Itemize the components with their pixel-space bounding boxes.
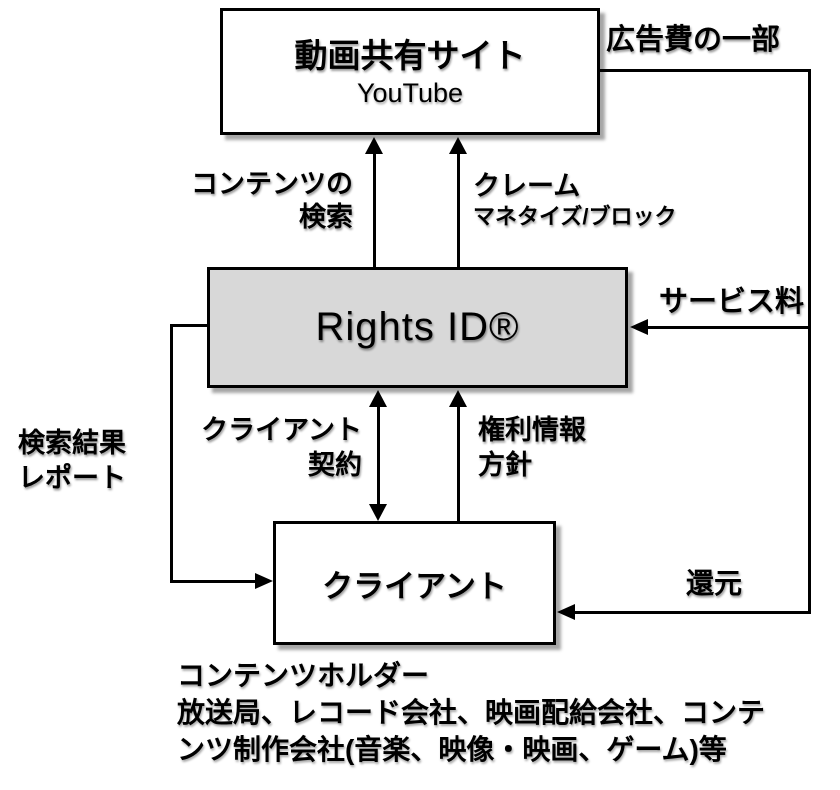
arrowhead-right-icon (255, 573, 273, 589)
arrowhead-up-icon (449, 137, 467, 154)
connector-service-fee-line (646, 326, 810, 329)
arrowhead-left-icon (630, 319, 648, 335)
connector-search-up-line (373, 150, 376, 267)
connector-adfee-top-line (597, 69, 810, 72)
claim-label-main: クレーム (473, 171, 581, 201)
rights-info-label: 権利情報 方針 (478, 413, 586, 483)
footnote-line1: コンテンツホルダー (177, 660, 430, 691)
service-fee-label: サービス料 (658, 286, 804, 318)
client-contract-label: クライアント 契約 (201, 413, 362, 483)
connector-contract-line (377, 404, 380, 506)
youtube-box-subtitle: YouTube (356, 77, 464, 108)
search-report-label-line1: 検索結果 (18, 428, 126, 458)
arrowhead-up-icon (449, 390, 467, 407)
rights-info-label-line2: 方針 (478, 450, 532, 480)
connector-report-vertical-line (170, 324, 173, 582)
connector-report-top-line (170, 324, 207, 327)
return-label: 還元 (686, 568, 743, 599)
claim-label: クレーム マネタイズ/ブロック (473, 170, 676, 231)
youtube-box-title: 動画共有サイト (294, 36, 526, 74)
arrowhead-down-icon (369, 504, 387, 521)
connector-claim-up-line (457, 150, 460, 267)
youtube-box: 動画共有サイト YouTube (220, 8, 600, 135)
footnote-line2: 放送局、レコード会社、映画配給会社、コンテ (177, 697, 766, 728)
connector-right-vertical-line (808, 69, 811, 614)
arrowhead-up-icon (365, 137, 383, 154)
connector-return-line (573, 611, 810, 614)
connector-rights-info-line (457, 404, 460, 521)
connector-report-bottom-line (170, 580, 257, 583)
ad-fee-label: 広告費の一部 (606, 24, 781, 56)
content-search-label-line2: 検索 (299, 202, 353, 232)
search-report-label: 検索結果 レポート (18, 426, 126, 496)
content-search-label: コンテンツの 検索 (191, 168, 353, 234)
client-contract-label-line2: 契約 (308, 450, 362, 480)
arrowhead-left-icon (557, 604, 575, 620)
rights-id-box: Rights ID® (207, 267, 628, 388)
rights-id-box-title: Rights ID® (315, 305, 520, 349)
claim-label-sub: マネタイズ/ブロック (473, 204, 677, 229)
client-box-title: クライアント (322, 568, 507, 604)
content-search-label-line1: コンテンツの (191, 169, 353, 199)
client-box: クライアント (273, 521, 556, 645)
footnote: コンテンツホルダー 放送局、レコード会社、映画配給会社、コンテ ンツ制作会社(音… (177, 657, 765, 768)
rights-info-label-line1: 権利情報 (478, 415, 586, 445)
client-contract-label-line1: クライアント (201, 415, 362, 445)
search-report-label-line2: レポート (18, 463, 126, 493)
footnote-line3: ンツ制作会社(音楽、映像・映画、ゲーム)等 (177, 734, 727, 765)
arrowhead-up-icon (369, 390, 387, 407)
